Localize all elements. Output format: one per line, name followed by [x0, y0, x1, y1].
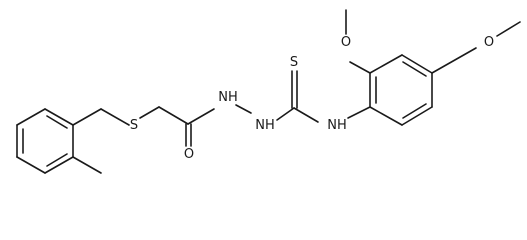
- hydrazide-nh-label-1: NH: [218, 90, 238, 105]
- bond: [16, 156, 46, 174]
- bond: [369, 106, 403, 126]
- methylbenzene-ring: [16, 108, 74, 174]
- methoxy-4-ring-o-bond: [431, 47, 477, 74]
- methoxy-2-oxygen-label: O: [341, 35, 351, 50]
- bond: [44, 108, 74, 126]
- carbonyl-oxygen-label: O: [184, 147, 194, 162]
- bond: [369, 54, 403, 74]
- ch2-s-bond: [100, 108, 130, 126]
- dimethoxyphenyl-ring: [369, 54, 433, 126]
- ch2-carbonyl-bond: [158, 106, 189, 125]
- bond: [402, 103, 427, 119]
- bond: [401, 54, 433, 74]
- bond: [401, 106, 433, 126]
- thiocarbonyl-nh-bond: [293, 107, 319, 123]
- methyl-bond: [72, 156, 102, 174]
- bond: [44, 156, 74, 174]
- bond: [46, 153, 68, 167]
- bond: [402, 61, 427, 77]
- s-ch2-bond: [139, 106, 160, 119]
- thione-sulfur-label: S: [290, 55, 298, 70]
- benzyl-ch2-bond: [72, 108, 102, 126]
- methoxy-4-methyl-bond: [496, 21, 521, 37]
- methoxy-4-oxygen-label: O: [484, 35, 494, 50]
- thioether-sulfur-label: S: [130, 118, 138, 133]
- aryl-nh-label: NH: [327, 118, 347, 133]
- bond: [46, 115, 68, 129]
- bond: [16, 108, 46, 126]
- carbonyl-nh-bond: [187, 108, 215, 125]
- nh-thiocarbonyl-bond: [276, 107, 295, 121]
- nh-aryl-bond: [347, 106, 371, 119]
- nh-nh-bond: [235, 104, 252, 114]
- methoxy-2-ring-o-bond: [349, 61, 371, 74]
- structure-diagram: S O NH NH S NH O O: [16, 9, 521, 174]
- hydrazide-nh-label-2: NH: [255, 118, 275, 133]
